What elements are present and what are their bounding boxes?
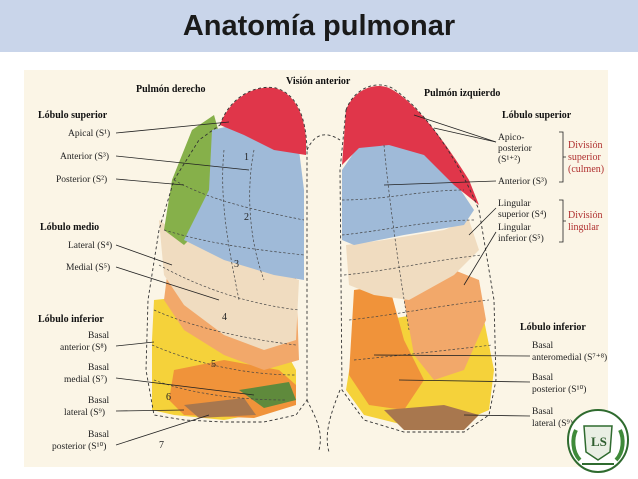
division-superior-label-3: (culmen) (568, 164, 604, 175)
right-basal-medial-label-2: medial (S⁷) (64, 374, 107, 385)
right-anterior-segment (184, 125, 304, 280)
right-lung-label: Pulmón derecho (136, 84, 206, 95)
right-basal-medial-label-1: Basal (88, 363, 109, 373)
segment-number-4: 4 (222, 312, 227, 323)
left-upper-lobe-label: Lóbulo superior (502, 110, 572, 121)
left-apicoposterior-label-1: Apico- (498, 133, 524, 143)
division-lingular-brace (559, 199, 566, 243)
right-basal-posterior-label-1: Basal (88, 430, 109, 440)
left-anterior-label: Anterior (S³) (498, 176, 547, 187)
division-superior-label-1: División (568, 140, 602, 151)
left-lingular-inferior-label-2: inferior (S⁵) (498, 233, 544, 244)
division-lingular-label-1: División (568, 210, 602, 221)
left-apicoposterior-label-2: posterior (498, 144, 533, 154)
left-lingular-superior-label-1: Lingular (498, 199, 532, 209)
left-lung (339, 84, 497, 433)
right-apical-label: Apical (S¹) (68, 128, 110, 139)
right-basal-posterior-label-2: posterior (S¹⁰) (52, 441, 106, 452)
right-basal-lateral-label-2: lateral (S⁹) (64, 407, 105, 418)
left-lower-lobe-label: Lóbulo inferior (520, 322, 586, 333)
right-anterior-label: Anterior (S³) (60, 151, 109, 162)
left-apicoposterior-segment (342, 86, 479, 205)
left-lingular-superior-segment (346, 220, 479, 300)
right-medial-label: Medial (S⁵) (66, 262, 110, 273)
left-lingular-inferior-label-1: Lingular (498, 223, 532, 233)
left-basal-lateral-label-1: Basal (532, 407, 553, 417)
left-apicoposterior-label-3: (S¹⁺²) (498, 154, 520, 165)
left-basal-posterior-label-2: posterior (S¹⁰) (532, 384, 586, 395)
right-lower-lobe-label: Lóbulo inferior (38, 314, 104, 325)
left-lung-label: Pulmón izquierdo (424, 88, 500, 99)
right-basal-medial-segment (239, 382, 296, 408)
university-seal-logo: LS (566, 408, 630, 474)
right-medial-segment (159, 220, 299, 350)
left-lingular-inferior-segment (404, 270, 486, 380)
lung-anatomy-figure: 1 2 3 4 5 6 7 Pulmón derecho Visión ante… (24, 70, 608, 467)
segment-number-2: 2 (244, 212, 249, 223)
page-title: Anatomía pulmonar (182, 10, 456, 42)
right-posterior-label: Posterior (S²) (56, 174, 107, 185)
right-lung (145, 86, 308, 423)
segment-number-7: 7 (159, 440, 164, 451)
left-basal-anteromedial-label-1: Basal (532, 341, 553, 351)
right-basal-lateral-label-1: Basal (88, 396, 109, 406)
left-basal-anteromedial-label-2: anteromedial (S⁷⁺⁸) (532, 352, 607, 363)
segment-number-1: 1 (244, 152, 249, 163)
right-basal-anterior-label-2: anterior (S⁸) (60, 342, 107, 353)
left-basal-posterior-label-1: Basal (532, 373, 553, 383)
division-superior-label-2: superior (568, 152, 601, 163)
left-basal-anteromedial-segment (349, 285, 424, 410)
right-basal-posterior-segment (184, 398, 256, 418)
segment-number-6: 6 (166, 392, 171, 403)
view-label: Visión anterior (286, 76, 351, 87)
lung-diagram: 1 2 3 4 5 6 7 Pulmón derecho Visión ante… (38, 76, 607, 453)
left-basal-lateral-label-2: lateral (S⁹) (532, 418, 573, 429)
division-lingular-label-2: lingular (568, 222, 600, 233)
segment-number-3: 3 (234, 259, 239, 270)
left-basal-posterior-segment (384, 405, 479, 430)
right-apical-segment (220, 87, 306, 155)
title-bar (0, 0, 638, 52)
right-basal-anterior-label-1: Basal (88, 331, 109, 341)
division-superior-brace (559, 131, 566, 183)
right-upper-lobe-label: Lóbulo superior (38, 110, 108, 121)
right-lateral-label: Lateral (S⁴) (68, 240, 112, 251)
segment-number-5: 5 (211, 359, 216, 370)
svg-text:LS: LS (591, 434, 607, 449)
right-middle-lobe-label: Lóbulo medio (40, 222, 99, 233)
mediastinum-outline (306, 134, 341, 151)
left-lingular-superior-label-2: superior (S⁴) (498, 209, 546, 220)
